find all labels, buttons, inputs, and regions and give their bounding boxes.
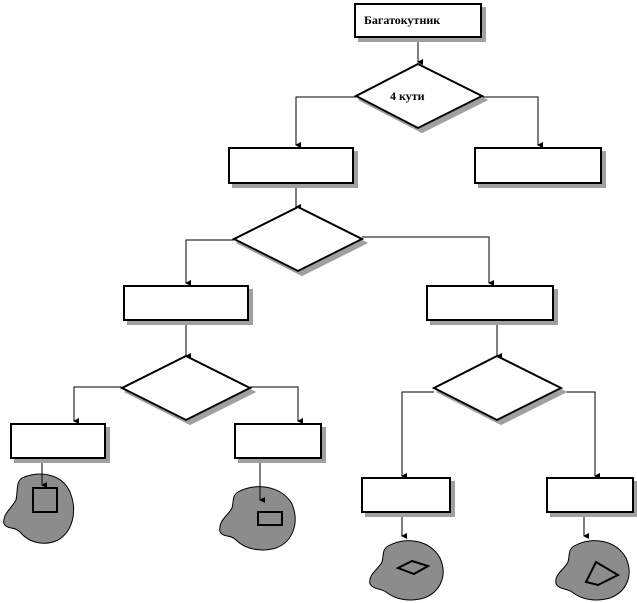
connector	[250, 386, 303, 424]
process-box	[234, 423, 322, 459]
connector	[401, 391, 434, 479]
process-box	[10, 423, 106, 459]
connector	[185, 239, 234, 286]
connector	[560, 391, 600, 479]
decision-diamond	[231, 205, 365, 273]
rectangle-icon	[219, 460, 296, 551]
square-icon	[3, 460, 74, 544]
process-box	[361, 477, 451, 513]
connector	[73, 386, 122, 424]
process-box	[474, 147, 602, 184]
connector	[362, 236, 494, 286]
root-box-polygon: Багатокутник	[354, 3, 482, 38]
decision-label-four-angles: 4 кути	[390, 89, 425, 103]
process-box	[228, 147, 354, 184]
decision-diamond	[431, 354, 564, 422]
decision-diamond	[119, 354, 253, 422]
decision-diamond-four-angles	[353, 62, 485, 130]
rhombus-icon	[369, 514, 444, 601]
root-label: Багатокутник	[364, 13, 441, 27]
process-box	[123, 285, 249, 321]
irregular-quadrilateral-icon	[555, 514, 630, 601]
process-box	[546, 477, 634, 513]
process-box	[426, 285, 554, 321]
connector	[295, 96, 356, 148]
connector	[482, 96, 543, 148]
